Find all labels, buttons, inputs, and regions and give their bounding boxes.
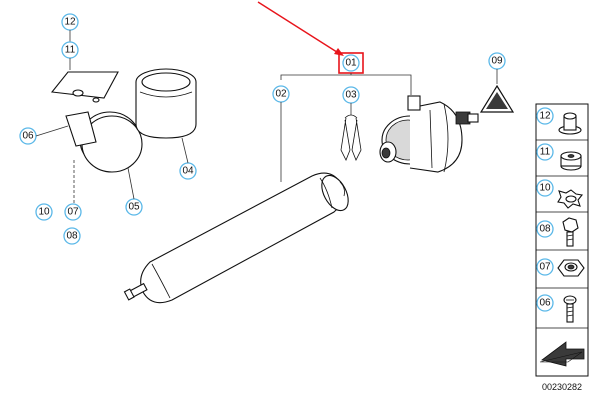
screw-icon	[563, 295, 577, 323]
direction-arrow-icon	[539, 341, 585, 367]
fuel-pump-part[interactable]	[379, 95, 479, 173]
panel-item-06[interactable]: 06	[536, 294, 577, 323]
panel-item-11[interactable]: 11	[536, 143, 582, 171]
hex-bolt-icon	[562, 217, 579, 247]
callout-12-left[interactable]: 12	[61, 13, 79, 31]
callout-04-label: 04	[182, 166, 194, 177]
callout-01-label: 01	[345, 58, 357, 69]
callout-04[interactable]: 04	[179, 162, 197, 180]
callout-03[interactable]: 03	[342, 86, 360, 104]
callout-12-left-label: 12	[64, 17, 76, 28]
callout-08-left[interactable]: 08	[63, 227, 81, 245]
panel-item-08[interactable]: 08	[536, 217, 579, 247]
callout-06-left-label: 06	[22, 131, 34, 142]
callout-10-left-label: 10	[38, 207, 50, 218]
panel-item-08-label: 08	[539, 224, 551, 235]
panel-item-12[interactable]: 12	[536, 107, 582, 135]
panel-item-07[interactable]: 07	[536, 258, 585, 277]
panel-item-07-label: 07	[539, 262, 551, 273]
hex-nut-icon	[557, 259, 585, 277]
clamp-bracket-part[interactable]	[50, 71, 143, 173]
panel-item-10-label: 10	[539, 183, 551, 194]
panel-item-12-label: 12	[539, 111, 551, 122]
panel-item-06-label: 06	[539, 298, 551, 309]
lead-04	[181, 137, 189, 164]
callout-11-left-label: 11	[65, 45, 76, 56]
filter-cylinder-part[interactable]	[123, 171, 353, 304]
callout-09-label: 09	[491, 56, 503, 67]
warning-label-part[interactable]	[479, 84, 515, 113]
callout-06-left[interactable]: 06	[19, 127, 37, 145]
lock-washer-icon	[557, 189, 584, 209]
callout-02-label: 02	[275, 89, 287, 100]
callout-05[interactable]: 05	[125, 198, 143, 216]
grommet-icon	[560, 151, 582, 171]
red-pointer-arrow	[257, 1, 344, 56]
callout-09[interactable]: 09	[488, 52, 506, 70]
spring-clip-part[interactable]	[340, 114, 362, 161]
panel-item-11-label: 11	[540, 147, 551, 158]
callout-02[interactable]: 02	[272, 85, 290, 103]
cap-nut-icon	[558, 112, 582, 135]
lead-05	[127, 167, 135, 200]
lead-06	[35, 125, 69, 137]
diagram-code: 00230282	[542, 382, 582, 392]
callout-01[interactable]: 01	[338, 52, 364, 74]
rubber-sleeve-part[interactable]	[135, 68, 197, 139]
panel-item-10[interactable]: 10	[536, 179, 584, 209]
callout-10-left[interactable]: 10	[35, 203, 53, 221]
callout-08-left-label: 08	[66, 231, 78, 242]
callout-03-label: 03	[345, 90, 357, 101]
hardware-panel	[535, 103, 589, 377]
assembly-bracket	[280, 73, 412, 95]
callout-11-left[interactable]: 11	[61, 41, 79, 59]
callout-05-label: 05	[128, 202, 140, 213]
callout-07-left-label: 07	[67, 207, 79, 218]
callout-07-left[interactable]: 07	[64, 203, 82, 221]
